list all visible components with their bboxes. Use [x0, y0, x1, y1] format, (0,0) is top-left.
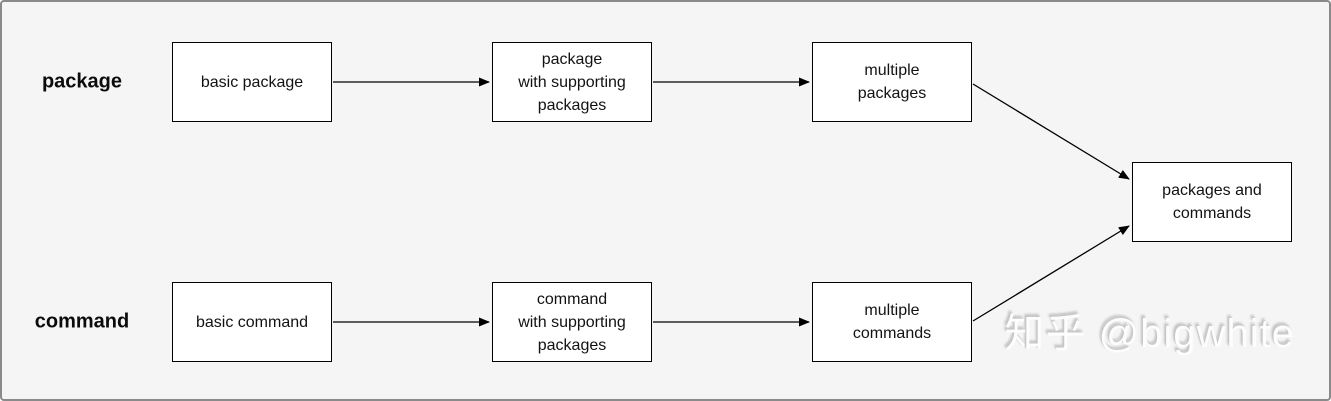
node-multiple-packages: multiple packages — [812, 42, 972, 122]
node-basic-package: basic package — [172, 42, 332, 122]
node-basic-command: basic command — [172, 282, 332, 362]
arrow-multiple-commands-to-packages-and-commands — [972, 225, 1130, 322]
node-command-with-supporting-packages: command with supporting packages — [492, 282, 652, 362]
arrow-multiple-packages-to-packages-and-commands — [972, 83, 1130, 180]
node-multiple-commands: multiple commands — [812, 282, 972, 362]
node-packages-and-commands: packages and commands — [1132, 162, 1292, 242]
row-label-package: package — [41, 70, 123, 93]
row-label-command: command — [34, 310, 130, 333]
node-package-with-supporting-packages: package with supporting packages — [492, 42, 652, 122]
